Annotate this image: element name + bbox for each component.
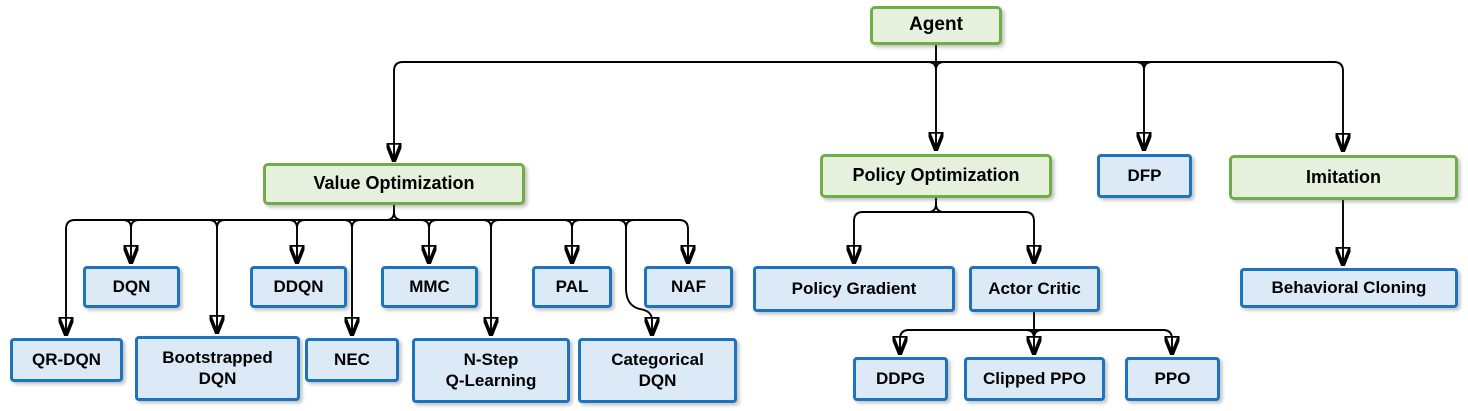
node-n-step-q-learning: N-Step Q-Learning <box>412 338 570 403</box>
node-clipped-ppo: Clipped PPO <box>964 357 1105 401</box>
node-dqn: DQN <box>83 266 180 308</box>
node-imitation: Imitation <box>1229 155 1458 200</box>
node-ddpg: DDPG <box>853 357 948 401</box>
node-dfp: DFP <box>1097 154 1192 198</box>
node-agent: Agent <box>870 6 1002 45</box>
node-value-optimization: Value Optimization <box>263 163 525 205</box>
node-actor-critic: Actor Critic <box>969 266 1100 312</box>
node-pal: PAL <box>532 266 612 308</box>
node-nec: NEC <box>305 338 399 382</box>
node-qr-dqn: QR-DQN <box>10 338 123 382</box>
node-ppo: PPO <box>1125 357 1220 401</box>
node-bootstrapped-dqn: Bootstrapped DQN <box>135 336 300 401</box>
actor-critic-connectors <box>900 312 1172 353</box>
node-policy-gradient: Policy Gradient <box>753 266 955 312</box>
node-mmc: MMC <box>381 266 478 308</box>
node-behavioral-cloning: Behavioral Cloning <box>1240 268 1458 308</box>
level1-connectors <box>394 45 1343 160</box>
policy-optimization-connectors <box>854 198 1034 262</box>
node-naf: NAF <box>644 266 733 308</box>
value-optimization-connectors <box>66 205 688 334</box>
node-ddqn: DDQN <box>250 266 347 308</box>
node-policy-optimization: Policy Optimization <box>820 154 1052 198</box>
node-categorical-dqn: Categorical DQN <box>578 338 737 403</box>
